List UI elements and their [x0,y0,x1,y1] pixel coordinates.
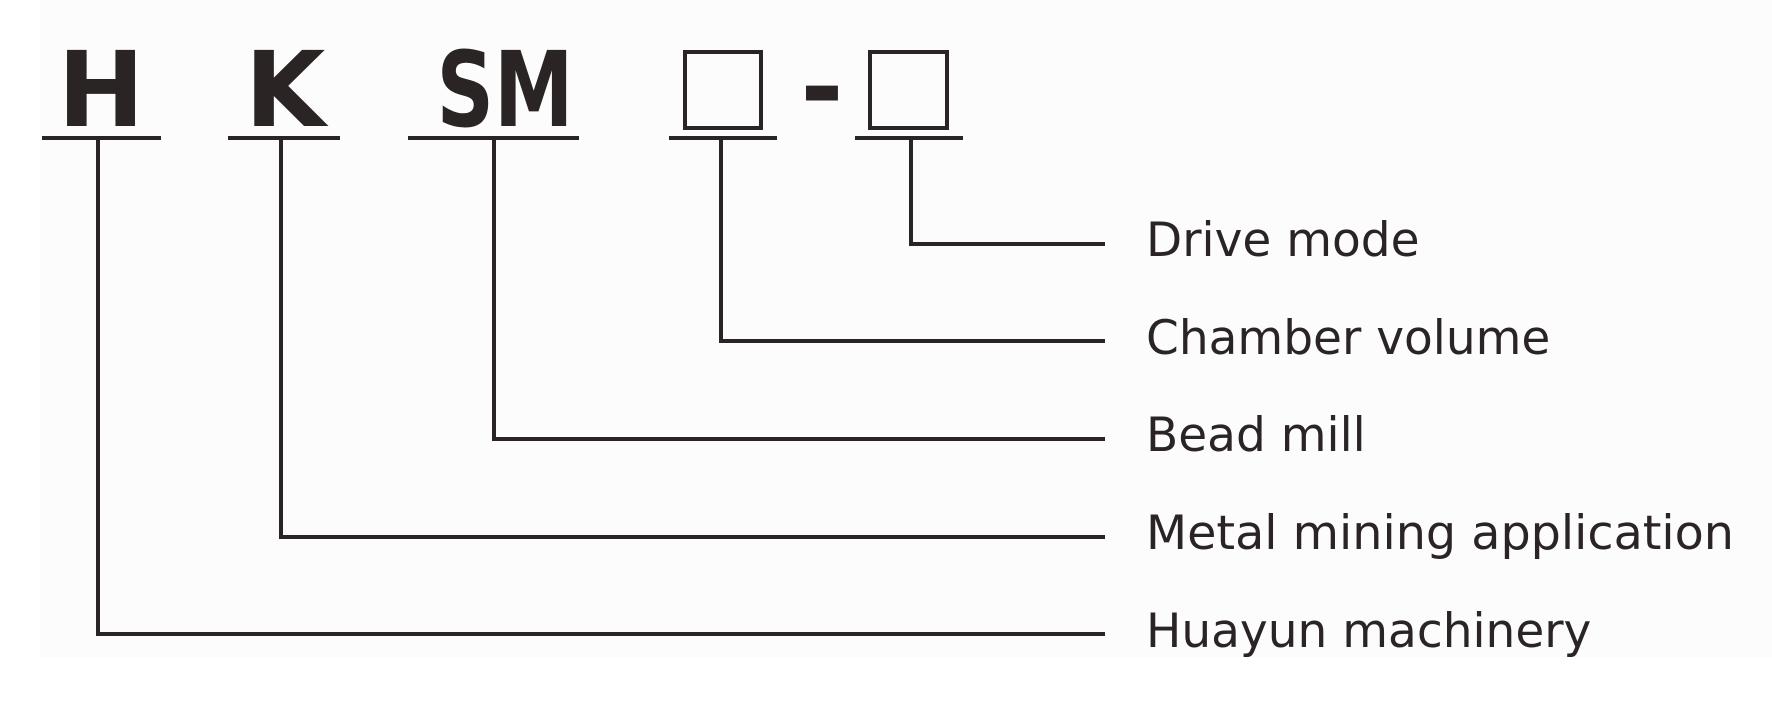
label-chamber-volume: Chamber volume [1146,311,1550,366]
label-drive-mode: Drive mode [1146,213,1420,268]
placeholder-box-chamber-volume [683,50,763,130]
diagram-background [40,0,1772,657]
code-letter-k: K [245,29,329,151]
leader-chamber-volume [719,138,1105,343]
label-huayun-machinery: Huayun machinery [1146,604,1591,659]
label-metal-mining-application: Metal mining application [1146,506,1734,561]
leader-bead-mill [492,138,1105,441]
code-letter-sm: SM [437,29,574,151]
leader-metal-mining [279,138,1105,539]
code-letter-h: H [57,29,144,151]
label-bead-mill: Bead mill [1146,408,1366,463]
placeholder-box-drive-mode [868,50,949,130]
leader-drive-mode [909,138,1105,246]
code-separator: - [800,26,843,148]
leader-huayun [96,138,1105,636]
leader-lines [96,138,1105,636]
